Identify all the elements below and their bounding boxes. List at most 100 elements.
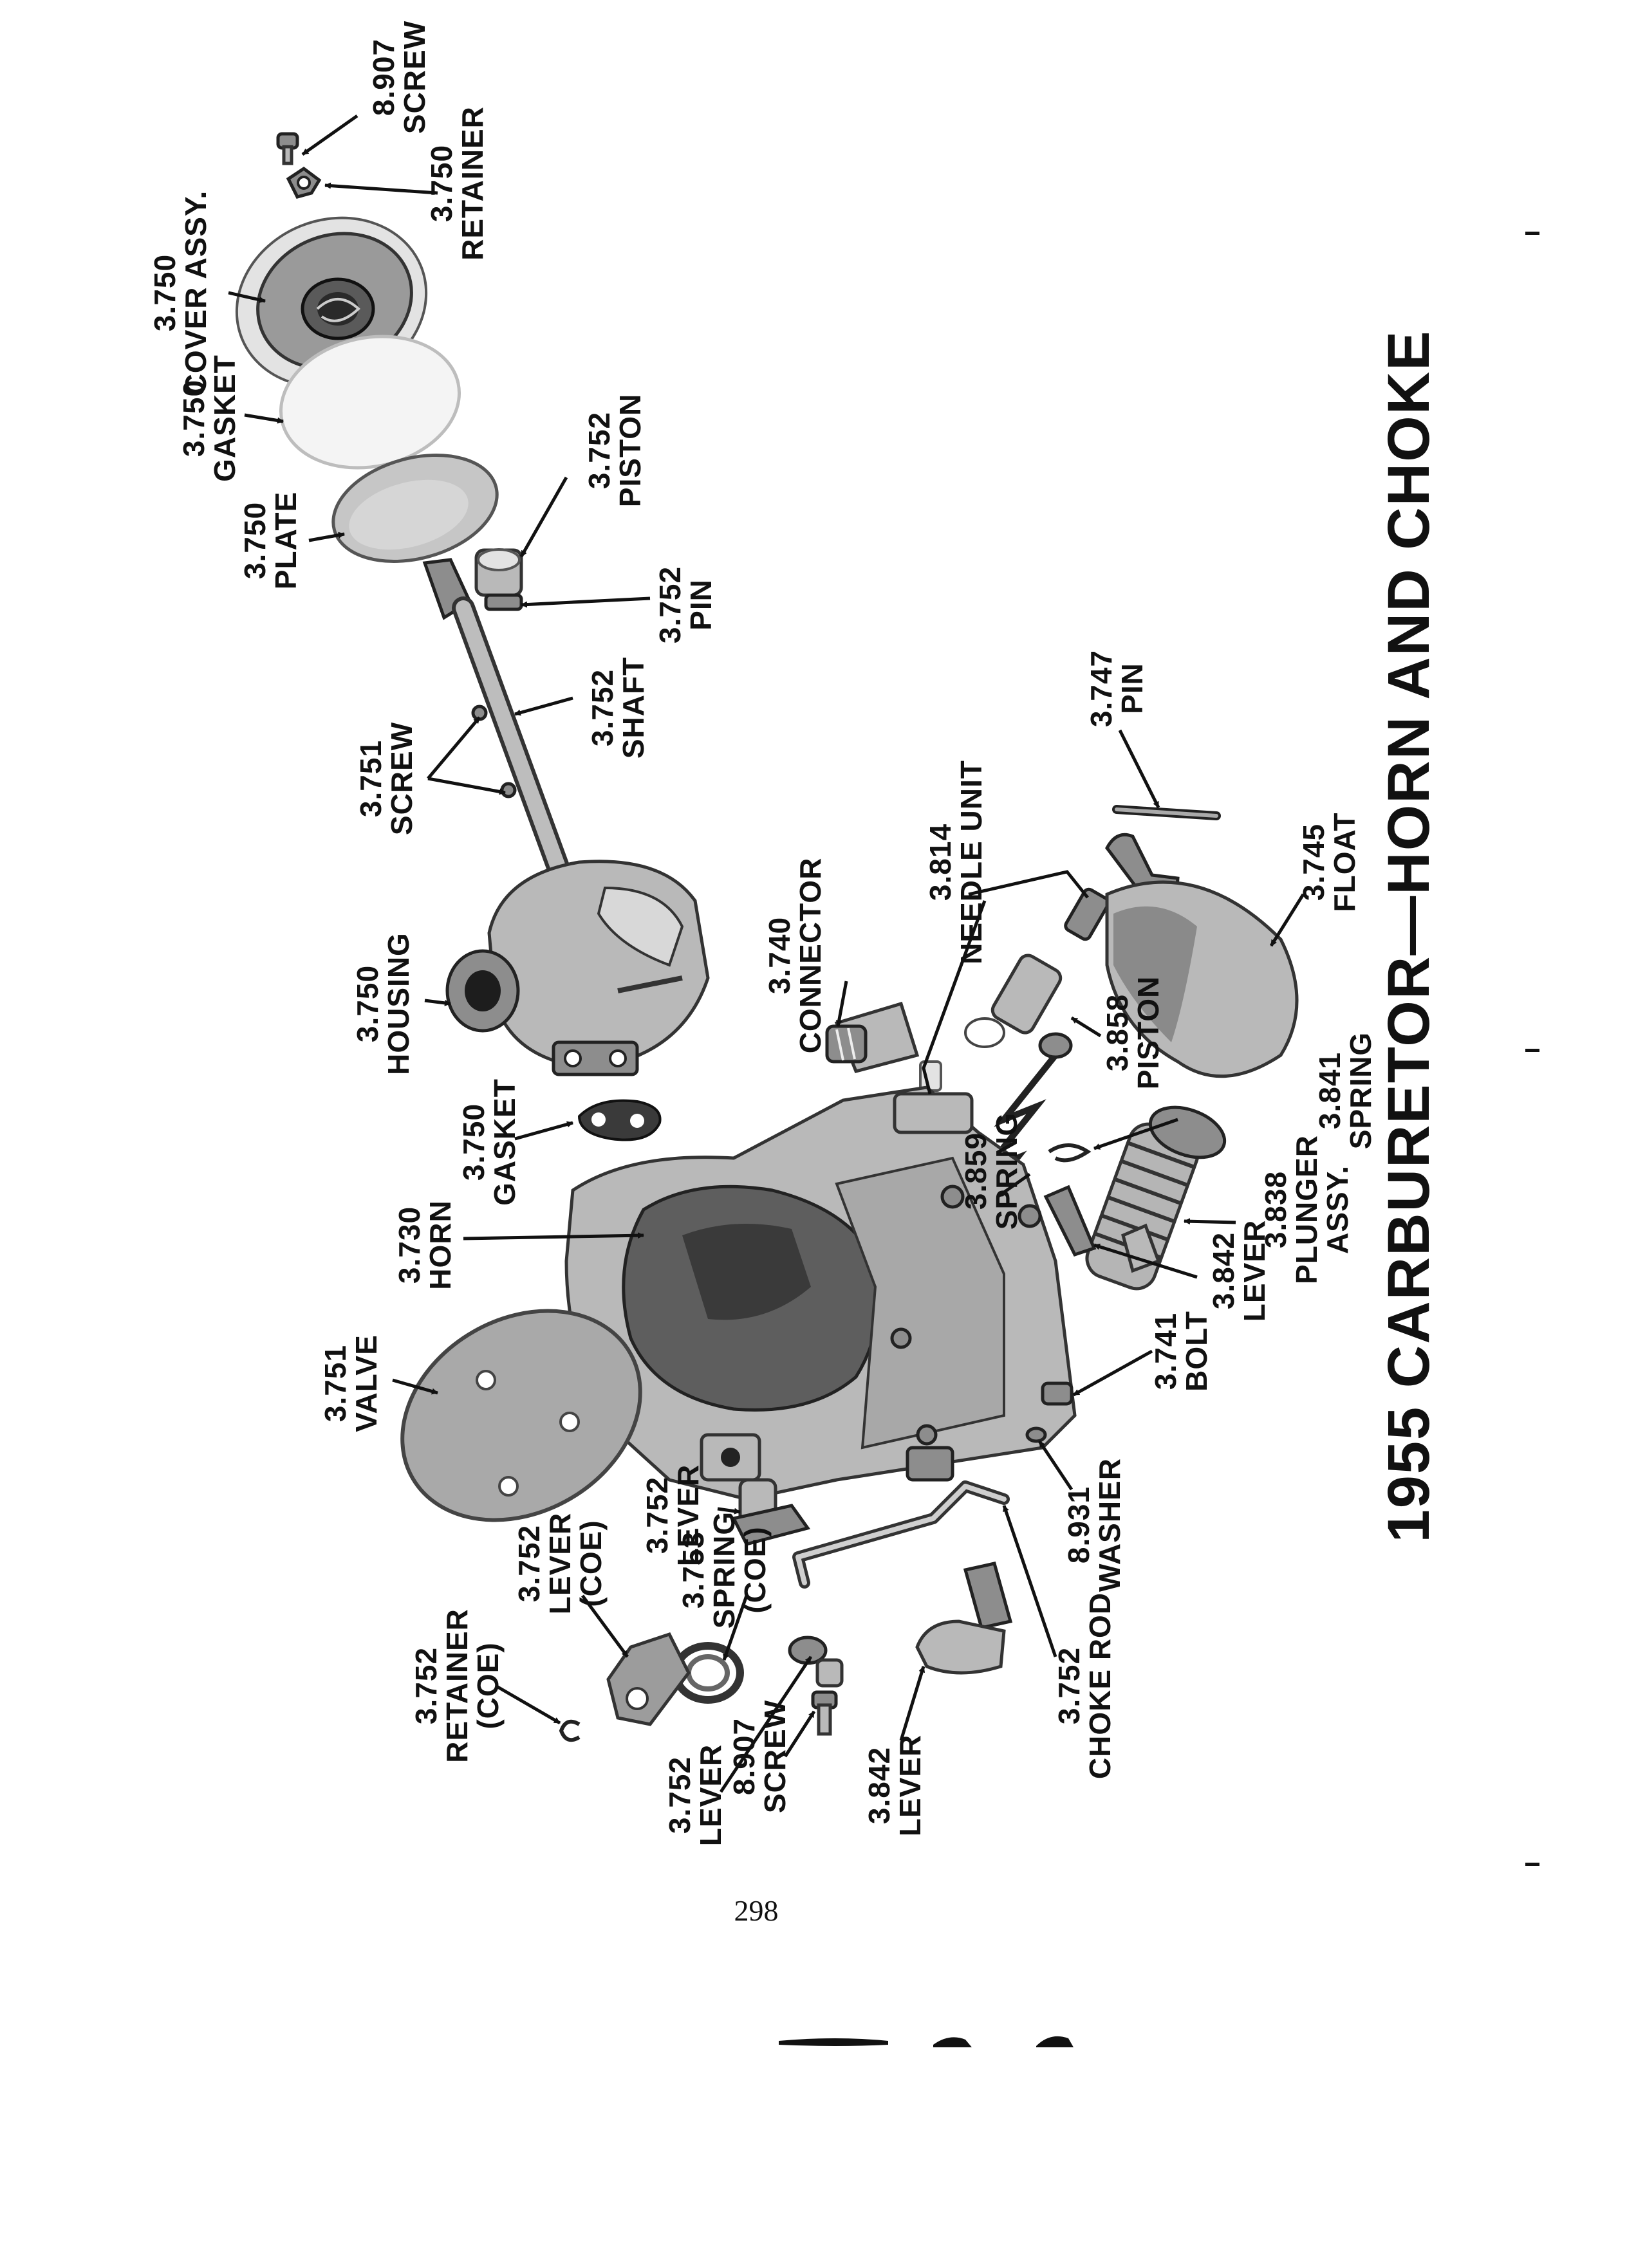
shaft-illustration xyxy=(452,596,570,880)
label-needle-unit-3814: 3.814NEEDLE UNIT xyxy=(924,760,988,964)
label-line: (COE) xyxy=(574,1520,608,1607)
label-line: 3.751 xyxy=(319,1345,352,1422)
label-retainer-3750: 3.750RETAINER xyxy=(425,106,489,261)
label-line: 3.750 xyxy=(238,502,272,579)
valve-3751-illustration xyxy=(400,1309,642,1522)
label-float-3745: 3.745FLOAT xyxy=(1297,813,1361,912)
washer-8931-illustration xyxy=(1025,1426,1047,1443)
connector-illustration xyxy=(825,1001,920,1073)
label-line: 3.740 xyxy=(763,917,796,994)
label-screw-8907-top: 8.907SCREW xyxy=(367,21,431,134)
label-housing-3750: 3.750HOUSING xyxy=(351,932,415,1075)
page-number: 298 xyxy=(734,1894,779,1927)
pin-3747-illustration xyxy=(1112,805,1221,820)
retainer-illustration xyxy=(286,166,322,199)
label-line: 3.752 xyxy=(409,1647,443,1724)
label-horn-3730: 3.730HORN xyxy=(393,1200,457,1289)
diagram-title: 1955 CARBURETOR—HORN AND CHOKE xyxy=(1376,330,1442,1543)
label-line: SPRING xyxy=(990,1112,1023,1230)
label-line: ASSY. xyxy=(1321,1165,1354,1254)
label-cover-assy-3750: 3.750COVER ASSY. xyxy=(148,190,212,396)
label-lever-3842-bottom: 3.842LEVER xyxy=(862,1735,927,1836)
label-line: 3.745 xyxy=(1297,824,1330,901)
label-line: 3.747 xyxy=(1084,650,1118,727)
label-line: GASKET xyxy=(488,1078,521,1206)
leader-arrows xyxy=(228,114,1305,1793)
retainer-coe-illustration xyxy=(559,1719,581,1742)
piston-pin-illustration xyxy=(422,548,523,620)
needle-unit-illustration xyxy=(919,887,1110,1092)
label-line: LEVER xyxy=(543,1513,577,1614)
label-pin-3752: 3.752PIN xyxy=(653,566,718,643)
label-lever-coe-3752: 3.752LEVER(COE) xyxy=(512,1513,608,1614)
label-lever-3752-mid: 3.752LEVER xyxy=(640,1464,705,1566)
label-washer-8931: 8.931WASHER xyxy=(1062,1458,1126,1592)
label-lever-3842-right: 3.842LEVER xyxy=(1207,1220,1271,1322)
float-illustration xyxy=(1105,833,1299,1078)
housing-illustration xyxy=(445,860,710,1076)
label-line: VALVE xyxy=(349,1334,383,1432)
label-line: FLOAT xyxy=(1328,813,1361,912)
label-line: SHAFT xyxy=(617,657,650,759)
label-gasket-3750-mid: 3.750GASKET xyxy=(457,1078,521,1206)
label-lever-3752-bottom: 3.752LEVER xyxy=(663,1744,727,1846)
label-line: 3.752 xyxy=(653,566,687,643)
label-line: (COE) xyxy=(738,1526,772,1613)
label-line: PIN xyxy=(1115,663,1149,714)
label-line: SPRING xyxy=(1344,1032,1377,1149)
lever-3842-bottom-illustration xyxy=(915,1562,1013,1675)
label-line: 8.907 xyxy=(367,39,400,116)
label-line: 3.814 xyxy=(924,824,957,901)
label-gasket-3750-top: 3.750GASKET xyxy=(177,355,241,482)
label-line: 3.750 xyxy=(425,145,458,222)
scan-artifacts xyxy=(779,232,1539,2047)
label-line: 3.741 xyxy=(1149,1313,1182,1390)
label-line: 3.858 xyxy=(1101,994,1134,1071)
label-line: LEVER xyxy=(671,1464,705,1566)
label-screw-8907-bottom: 8.907SCREW xyxy=(727,1700,792,1813)
label-line: 3.730 xyxy=(393,1206,426,1284)
spring-3841-illustration xyxy=(1048,1143,1092,1163)
label-line: HOUSING xyxy=(382,932,415,1075)
lever-coe-illustration xyxy=(606,1632,691,1726)
label-line: 3.842 xyxy=(862,1747,896,1824)
label-line: 3.751 xyxy=(354,740,387,817)
label-line: PLUNGER xyxy=(1290,1135,1323,1284)
plunger-assembly-illustration xyxy=(1085,1105,1227,1291)
bolt-3741-illustration xyxy=(1041,1381,1074,1406)
label-retainer-coe-3752: 3.752RETAINER(COE) xyxy=(409,1609,505,1763)
label-line: BOLT xyxy=(1180,1311,1213,1392)
label-line: HORN xyxy=(423,1200,457,1289)
label-connector-3740: 3.740CONNECTOR xyxy=(763,858,827,1054)
label-line: 3.752 xyxy=(582,412,616,489)
label-line: GASKET xyxy=(208,355,241,482)
label-line: COVER ASSY. xyxy=(179,190,212,396)
label-line: 3.752 xyxy=(586,669,619,746)
label-plunger-assy-3838: 3.838PLUNGERASSY. xyxy=(1259,1135,1354,1284)
label-pin-3747: 3.747PIN xyxy=(1084,650,1149,727)
label-line: CHOKE ROD xyxy=(1083,1592,1117,1779)
lever-3752-mid-illustration xyxy=(731,1478,811,1546)
label-line: RETAINER xyxy=(440,1609,474,1763)
label-line: PISTON xyxy=(613,394,647,507)
lever-screw-bottom-illustration xyxy=(788,1636,844,1736)
label-line: SCREW xyxy=(758,1700,792,1813)
label-spring-coe-3753: 3.753SPRING(COE) xyxy=(676,1511,772,1628)
label-line: 3.838 xyxy=(1259,1171,1292,1248)
label-line: 3.750 xyxy=(148,254,181,331)
label-plate-3750: 3.750PLATE xyxy=(238,492,302,589)
label-line: NEEDLE UNIT xyxy=(954,760,988,964)
screw-top-illustration xyxy=(276,132,299,165)
label-line: 3.752 xyxy=(512,1525,546,1602)
label-line: 3.841 xyxy=(1313,1052,1346,1129)
plate-illustration xyxy=(331,453,499,564)
label-line: SCREW xyxy=(385,722,418,835)
label-line: LEVER xyxy=(893,1735,927,1836)
label-line: 3.750 xyxy=(457,1103,490,1181)
gasket-mid-illustration xyxy=(577,1099,662,1141)
choke-rod-illustration xyxy=(792,1480,1010,1589)
label-line: CONNECTOR xyxy=(794,858,827,1054)
label-line: 3.750 xyxy=(351,965,384,1042)
